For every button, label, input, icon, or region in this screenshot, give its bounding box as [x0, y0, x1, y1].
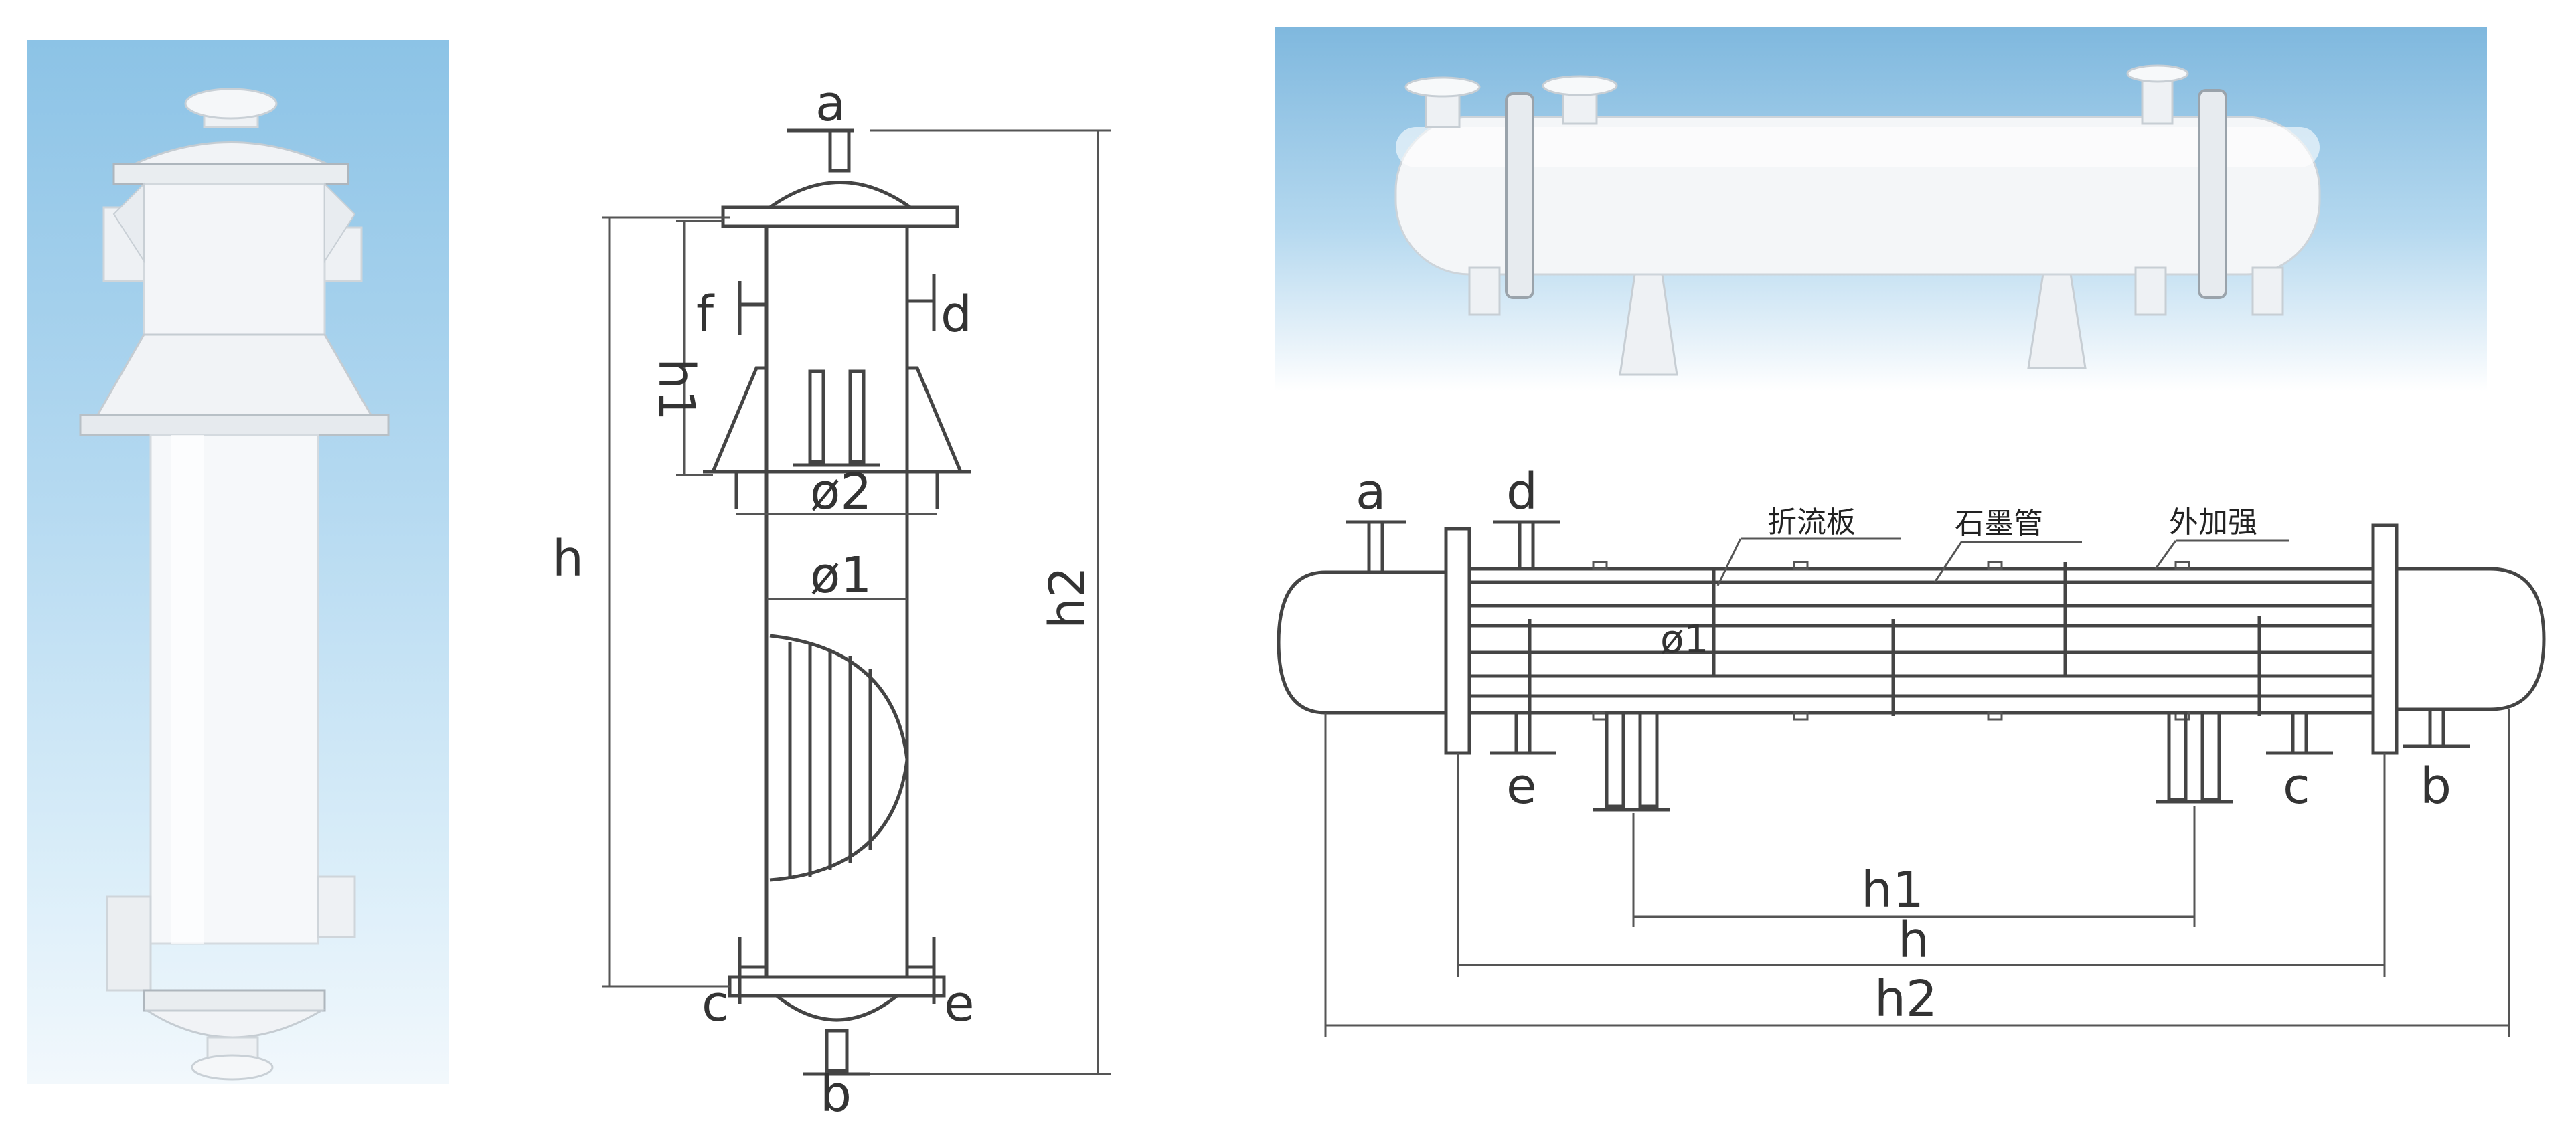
phi1-label: ø1	[810, 547, 872, 604]
vertical-exchanger-photo	[27, 40, 449, 1084]
horizontal-exchanger-illustration	[1394, 64, 2321, 376]
outer-reinforcement-callout: 外加强	[2169, 505, 2257, 539]
nozzle-b-label: b	[2420, 758, 2451, 815]
h1-label: h1	[1861, 861, 1924, 919]
h2-label: h2	[1039, 566, 1097, 629]
vertical-exchanger-diagram: ø2 ø1 h h1 h2 a f d c e b	[552, 75, 1111, 1123]
h-label: h	[552, 530, 584, 588]
nozzle-d-label: d	[941, 286, 972, 343]
graphite-tube-callout: 石墨管	[1955, 507, 2043, 541]
h2-label: h2	[1874, 970, 1937, 1028]
nozzle-e-label: e	[1506, 758, 1537, 815]
nozzle-c-label: c	[2283, 758, 2310, 815]
nozzle-d-label: d	[1506, 463, 1538, 521]
horizontal-exchanger-photo	[1275, 27, 2487, 391]
nozzle-b-label: b	[820, 1065, 852, 1123]
phi1-label: ø1	[1660, 616, 1708, 662]
nozzle-f-label: f	[696, 286, 715, 343]
phi2-label: ø2	[810, 463, 872, 521]
h1-label: h1	[647, 358, 705, 421]
nozzle-c-label: c	[702, 975, 729, 1033]
vertical-exchanger-illustration	[79, 88, 390, 1081]
nozzle-a-label: a	[1356, 463, 1386, 521]
horizontal-exchanger-diagram: h1 h h2 ø1 折流板 石墨管 外加强 a d e c b	[1277, 463, 2546, 1037]
baffle-callout: 折流板	[1767, 505, 1856, 539]
nozzle-e-label: e	[944, 975, 975, 1033]
nozzle-a-label: a	[815, 75, 846, 133]
h-label: h	[1898, 911, 1929, 969]
